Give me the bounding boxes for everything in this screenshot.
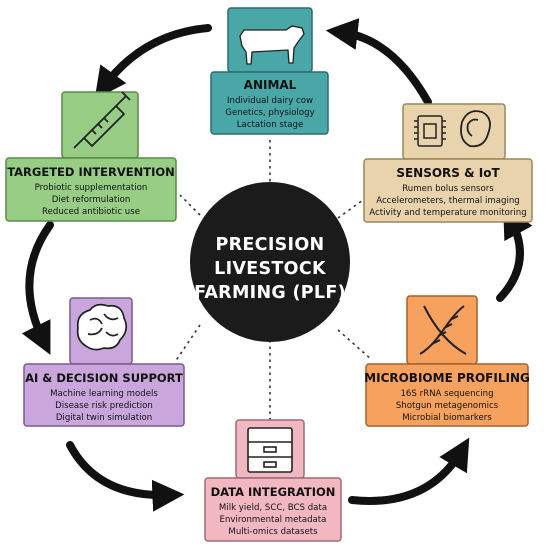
- center-hub: PRECISION LIVESTOCK FARMING (PLF): [190, 182, 350, 342]
- intervention-card: [5, 157, 177, 222]
- sensors-line-3: Activity and temperature monitoring: [369, 208, 526, 218]
- animal-line-3: Lactation stage: [237, 120, 303, 130]
- microbiome-line-2: Shotgun metagenomics: [396, 401, 499, 411]
- connector-ai: [174, 324, 201, 363]
- syringe-icon: [73, 91, 131, 149]
- node-intervention: TARGETED INTERVENTION Probiotic suppleme…: [5, 91, 177, 222]
- center-line-3: FARMING (PLF): [194, 283, 346, 303]
- arrow-intervention-to-ai: [21, 221, 54, 355]
- data-title: DATA INTEGRATION: [211, 485, 336, 499]
- animal-line-1: Individual dairy cow: [227, 96, 313, 106]
- microchip-icon: [414, 115, 446, 147]
- animal-title: ANIMAL: [244, 78, 297, 92]
- intervention-line-1: Probiotic supplementation: [35, 183, 148, 193]
- sensors-line-1: Rumen bolus sensors: [402, 184, 494, 194]
- center-line-2: LIVESTOCK: [214, 259, 327, 279]
- microbiome-icon-box: [406, 295, 478, 365]
- animal-line-2: Genetics, physiology: [225, 108, 314, 118]
- microbiome-title: MICROBIOME PROFILING: [364, 371, 530, 385]
- node-data-integration: DATA INTEGRATION Milk yield, SCC, BCS da…: [204, 419, 342, 542]
- brain-icon: [76, 303, 128, 351]
- center-line-1: PRECISION: [216, 235, 325, 255]
- intervention-line-2: Diet reformulation: [52, 195, 131, 205]
- node-sensors: SENSORS & IoT Rumen bolus sensors Accele…: [363, 103, 533, 223]
- intervention-title: TARGETED INTERVENTION: [7, 165, 175, 179]
- connector-microbiome: [337, 329, 373, 361]
- node-microbiome: MICROBIOME PROFILING 16S rRNA sequencing…: [364, 295, 530, 427]
- center-circle: [190, 182, 350, 342]
- file-cabinet-icon: [247, 427, 293, 473]
- cow-icon: [239, 25, 305, 65]
- dna-icon: [419, 305, 467, 355]
- bolus-sensor-icon: [460, 110, 491, 148]
- sensors-card: [363, 158, 533, 223]
- intervention-line-3: Reduced antibiotic use: [42, 207, 140, 217]
- ai-line-2: Disease risk prediction: [55, 401, 153, 411]
- sensors-title: SENSORS & IoT: [396, 166, 500, 180]
- node-ai: AI & DECISION SUPPORT Machine learning m…: [23, 297, 185, 427]
- data-line-3: Multi-omics datasets: [228, 527, 318, 537]
- ai-line-1: Machine learning models: [50, 389, 158, 399]
- ai-line-3: Digital twin simulation: [56, 413, 152, 423]
- cycle-arrows: [21, 18, 533, 512]
- data-line-1: Milk yield, SCC, BCS data: [219, 503, 327, 513]
- arrow-ai-to-data: [66, 441, 185, 512]
- animal-card: [210, 71, 329, 135]
- node-animal: ANIMAL Individual dairy cow Genetics, ph…: [210, 7, 329, 135]
- data-line-2: Environmental metadata: [220, 515, 327, 525]
- arrow-animal-to-intervention: [94, 24, 212, 100]
- arrow-microbiome-to-sensors: [496, 205, 533, 302]
- ai-title: AI & DECISION SUPPORT: [25, 371, 183, 385]
- connector-intervention: [179, 194, 201, 216]
- microbiome-card: [365, 363, 529, 427]
- arrow-sensors-to-animal: [325, 18, 432, 106]
- sensors-line-2: Accelerometers, thermal imaging: [376, 196, 520, 206]
- arrow-data-to-microbiome: [348, 437, 470, 505]
- microbiome-line-3: Microbial biomarkers: [402, 413, 492, 423]
- ai-card: [23, 363, 185, 427]
- microbiome-line-1: 16S rRNA sequencing: [400, 389, 493, 399]
- data-card: [204, 477, 342, 542]
